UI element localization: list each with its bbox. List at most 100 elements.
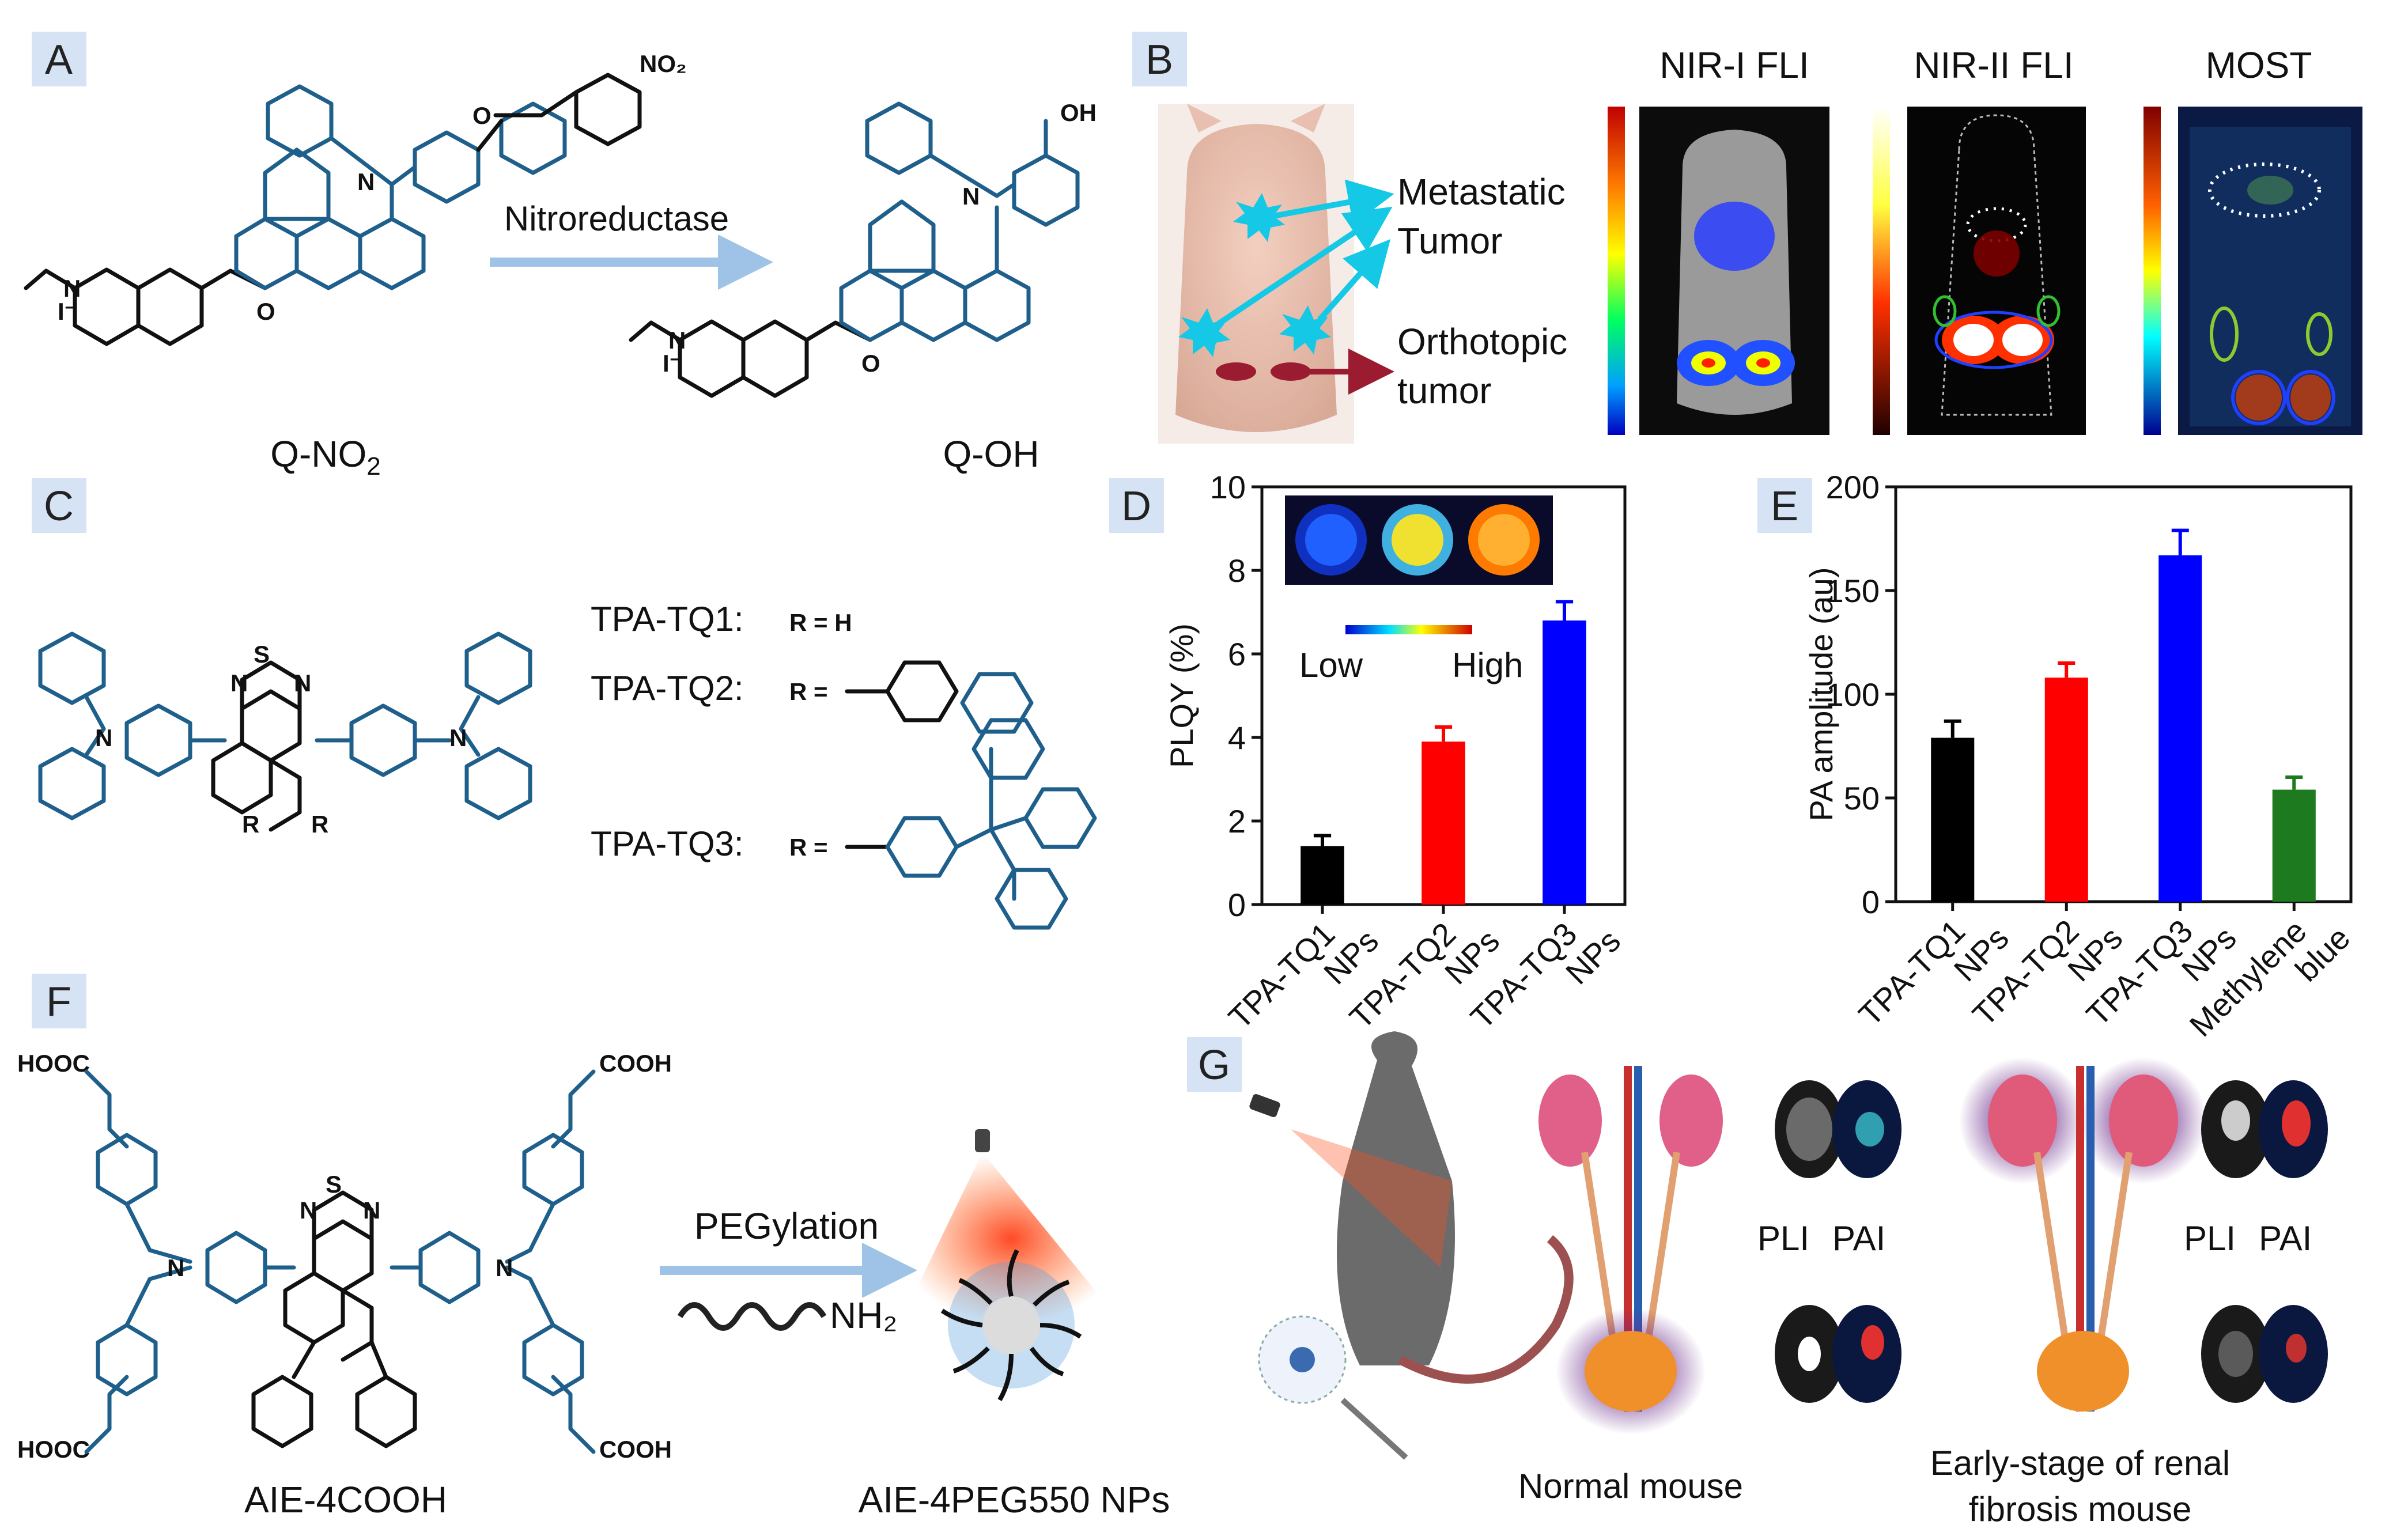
header-most: MOST — [2206, 44, 2312, 86]
panel-g: G — [1187, 1031, 2328, 1528]
pai-label-normal: PAI — [1832, 1219, 1885, 1258]
bar — [2044, 678, 2088, 902]
nitrogen-c-right: N — [449, 724, 467, 751]
fibrosis-label-1: Early-stage of renal — [1930, 1444, 2230, 1482]
plqy-images-inset — [1285, 495, 1553, 585]
tpe-substituent — [845, 672, 1097, 930]
y-tick-label: 100 — [1826, 676, 1880, 713]
most-colorbar — [2144, 107, 2161, 435]
aie-4cooh-label: AIE-4COOH — [244, 1479, 447, 1520]
nitrogen-f-left: N — [167, 1254, 184, 1281]
pegylation-label: PEGylation — [694, 1205, 879, 1247]
nir-ii-colorbar — [1873, 107, 1890, 435]
mouse-photo — [1158, 104, 1354, 444]
x-tick-label: TPA-TQ2NPs — [1965, 894, 2129, 1058]
tpa-tq2-label: TPA-TQ2: — [591, 669, 744, 707]
x-tick-label: Methyleneblue — [2182, 894, 2357, 1069]
panel-tag-g — [1187, 1037, 1242, 1092]
oxygen-right: O — [861, 350, 880, 377]
nir-i-image — [1639, 107, 1829, 435]
panel-tag-b — [1132, 32, 1187, 86]
panel-tag-f — [32, 974, 86, 1028]
x-tick-label: TPA-TQ3NPs — [2079, 894, 2243, 1058]
y-tick-label: 50 — [1844, 780, 1880, 816]
pyrazine-r2: R — [311, 811, 328, 838]
fibrosis-imaging-insets — [2201, 1080, 2328, 1403]
panel-label-g: G — [1198, 1042, 1230, 1088]
tpa-tq3-r: R = — [789, 834, 828, 861]
thiadiazole-n2: N — [294, 669, 311, 697]
scale-high-label: High — [1452, 646, 1523, 684]
bar — [1422, 741, 1465, 905]
compound-q-no2-label: Q-NO2 — [270, 433, 381, 480]
plqy-color-scale — [1345, 625, 1472, 634]
y-tick-label: 4 — [1228, 720, 1246, 756]
hydroxyl-label: OH — [1060, 99, 1097, 126]
compound-q-oh-label: Q-OH — [943, 433, 1039, 475]
bar — [2272, 789, 2316, 902]
x-tick-label: TPA-TQ2NPs — [1343, 897, 1506, 1061]
nitrogen-f-right: N — [496, 1254, 513, 1281]
nir-ii-image — [1907, 107, 2086, 435]
orthotopic-label-1: Orthotopic — [1397, 321, 1567, 362]
panel-label-c: C — [44, 483, 74, 529]
panel-tag-a — [32, 32, 86, 86]
fibrosis-urinary-system — [1959, 1057, 2207, 1412]
panel-a: A I⁻ N O N — [24, 32, 1097, 480]
panel-f: F HOOC COOH HOOC COOH — [17, 974, 1170, 1520]
header-nir-ii-fli: NIR-II FLI — [1914, 44, 2073, 86]
thiadiazole-n1-f: N — [300, 1197, 317, 1224]
bar — [1931, 737, 1975, 902]
normal-urinary-system — [1538, 1066, 1723, 1435]
oxygen-ether: O — [472, 102, 492, 129]
bar — [1301, 846, 1344, 905]
nitrogen-plus-right: N — [668, 327, 686, 354]
y-tick-label: 6 — [1228, 636, 1246, 672]
nir-i-colorbar — [1608, 107, 1625, 435]
metastatic-label-1: Metastatic — [1397, 171, 1566, 213]
y-axis-label: PLQY (%) — [1163, 623, 1200, 768]
nanoparticle-illustration: AIE-4PEG550 NPs — [859, 1129, 1170, 1520]
header-nir-i-fli: NIR-I FLI — [1659, 44, 1809, 86]
bar — [1543, 620, 1586, 905]
panel-b: B Metastatic Tumor Orthotopic tumor NIR — [1132, 32, 2362, 444]
panel-tag-c — [32, 478, 86, 533]
peg-chain-icon — [677, 1302, 827, 1331]
iodide-label-left: I⁻ — [58, 298, 77, 325]
panel-tag-e — [1757, 478, 1812, 533]
y-tick-label: 150 — [1826, 573, 1880, 609]
phenyl-substituent — [845, 660, 959, 722]
enzyme-label: Nitroreductase — [504, 199, 729, 238]
aie-4cooh-structure: HOOC COOH HOOC COOH — [17, 1050, 672, 1520]
y-axis-label: PA amplitude (au) — [1803, 567, 1839, 822]
y-tick-label: 200 — [1826, 469, 1880, 505]
panel-tag-d — [1109, 478, 1164, 533]
normal-imaging-insets — [1775, 1080, 1901, 1403]
panel-label-a: A — [45, 37, 73, 83]
thiadiazole-s-f: S — [326, 1171, 342, 1198]
tpa-tq1-r: R = H — [789, 609, 852, 636]
thiadiazole-s: S — [254, 641, 270, 668]
chart-d: D Low High 0246810TPA-TQ1NPsTPA-TQ2NPsTP… — [1109, 469, 1627, 1061]
pli-label-normal: PLI — [1757, 1219, 1809, 1258]
nh2-label: NH₂ — [830, 1295, 897, 1336]
nitrogen-left-tpa: N — [357, 168, 375, 195]
most-image — [2178, 107, 2362, 435]
y-tick-label: 8 — [1228, 553, 1246, 589]
y-tick-label: 0 — [1862, 884, 1880, 920]
hooc-bottom-left: HOOC — [17, 1436, 90, 1463]
tpa-tq3-label: TPA-TQ3: — [591, 824, 744, 863]
x-tick-label: TPA-TQ3NPs — [1464, 897, 1627, 1061]
normal-mouse-label: Normal mouse — [1518, 1467, 1743, 1505]
scale-low-label: Low — [1299, 646, 1363, 684]
nitro-group-label: NO₂ — [640, 50, 687, 77]
pli-label-fibrosis: PLI — [2184, 1219, 2236, 1258]
tpa-tq-structure: N N S N N R R — [38, 631, 532, 838]
panel-label-f: F — [46, 979, 71, 1025]
iodide-label-right: I⁻ — [663, 350, 682, 377]
orthotopic-label-2: tumor — [1397, 370, 1492, 411]
panel-label-b: B — [1146, 37, 1173, 83]
thiadiazole-n2-f: N — [363, 1197, 380, 1224]
hooc-top-left: HOOC — [17, 1050, 90, 1077]
pai-label-fibrosis: PAI — [2259, 1219, 2312, 1258]
